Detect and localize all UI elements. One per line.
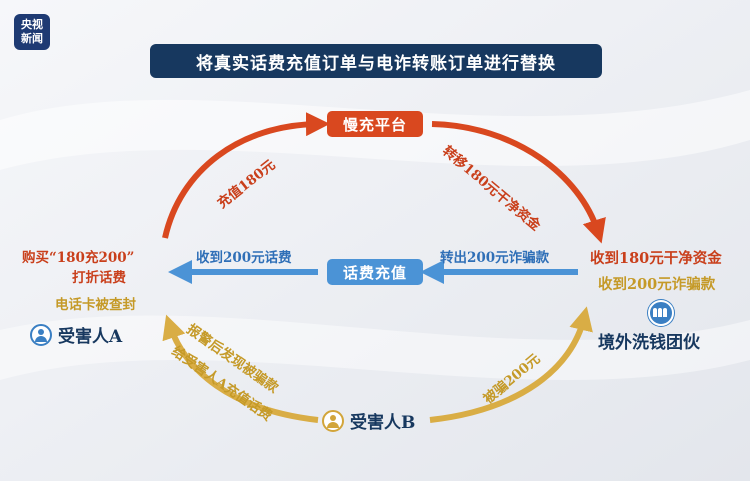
- label-received-fraud-funds: 收到200元诈骗款: [598, 276, 716, 293]
- arrow-victim-b-to-gang: [429, 306, 593, 423]
- cctv-news-logo: 央视 新闻: [14, 14, 50, 50]
- node-overseas-laundering-gang: 境外洗钱团伙: [598, 333, 700, 353]
- node-victim-b: 受害人B: [322, 408, 415, 433]
- node-slow-recharge-platform: 慢充平台: [327, 111, 423, 137]
- label-received-clean-funds: 收到180元干净资金: [590, 250, 722, 267]
- arrow-platform-to-gang: [431, 121, 606, 244]
- label-phone-sealed: 电话卡被查封: [55, 297, 136, 313]
- label-buy-discount-line1: 购买“180充200”: [22, 250, 135, 266]
- label-receive-200-fee: 收到200元话费: [196, 250, 292, 266]
- person-icon: [322, 409, 344, 432]
- arrow-victim-b-to-victim-a: [162, 314, 319, 423]
- diagram-title: 将真实话费充值订单与电诈转账订单进行替换: [150, 44, 602, 78]
- node-phone-recharge: 话费充值: [327, 259, 423, 285]
- node-victim-a: 受害人A: [30, 322, 122, 347]
- label-transfer-out-fraud: 转出200元诈骗款: [440, 250, 550, 266]
- arrow-recharge-to-platform: [162, 112, 330, 239]
- label-buy-discount-line2: 打折话费: [72, 270, 126, 286]
- person-icon: [30, 323, 52, 346]
- group-icon: [648, 300, 674, 326]
